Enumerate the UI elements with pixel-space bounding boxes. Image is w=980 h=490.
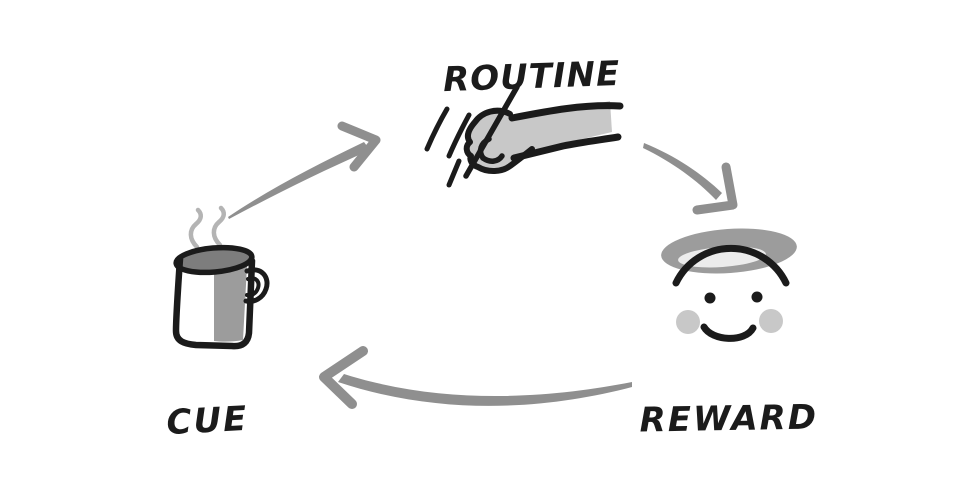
motion-line — [424, 106, 450, 152]
eye-right — [751, 291, 763, 303]
mug-handle-inner — [245, 276, 261, 298]
edge-routine-to-reward — [643, 143, 738, 215]
fist-outline — [463, 107, 535, 174]
cue-node: CUE — [166, 205, 270, 443]
arrow-head-icon — [337, 121, 381, 172]
eye-left — [704, 292, 716, 304]
pen-icon — [463, 84, 520, 179]
finger-curl — [480, 153, 505, 164]
arm-fill — [514, 101, 612, 152]
edge-cue-to-routine — [228, 121, 381, 219]
arrow-head-icon — [692, 162, 738, 215]
motion-line — [446, 112, 472, 159]
face-outline — [669, 248, 793, 370]
cheek-right — [759, 309, 783, 333]
cue-label: CUE — [166, 399, 250, 443]
hand-writing-with-pen-icon — [424, 84, 624, 188]
cheek-left — [676, 310, 700, 334]
routine-node: ROUTINE — [424, 54, 624, 188]
face-top-arc — [672, 244, 790, 287]
arm-top-line — [508, 102, 624, 122]
steam-curl — [188, 207, 203, 250]
steam-curl — [211, 205, 226, 248]
steaming-coffee-mug-icon — [172, 205, 270, 350]
reward-label: REWARD — [639, 397, 818, 440]
arrow-shaft — [338, 374, 632, 406]
arrow-shaft — [643, 143, 722, 200]
mug-rim-coffee — [173, 244, 255, 276]
smile — [700, 323, 757, 342]
smiling-face-with-halo-icon — [661, 228, 797, 370]
arm-bottom-line — [510, 133, 622, 162]
mug-shading — [214, 266, 247, 342]
reward-node: REWARD — [639, 228, 818, 441]
arrow-shaft — [228, 142, 370, 219]
edge-reward-to-cue — [319, 346, 632, 409]
routine-label: ROUTINE — [442, 54, 621, 100]
mug-handle — [243, 267, 270, 304]
arrow-head-icon — [319, 346, 368, 409]
motion-line — [446, 158, 462, 188]
mug-body-outline — [172, 255, 256, 350]
